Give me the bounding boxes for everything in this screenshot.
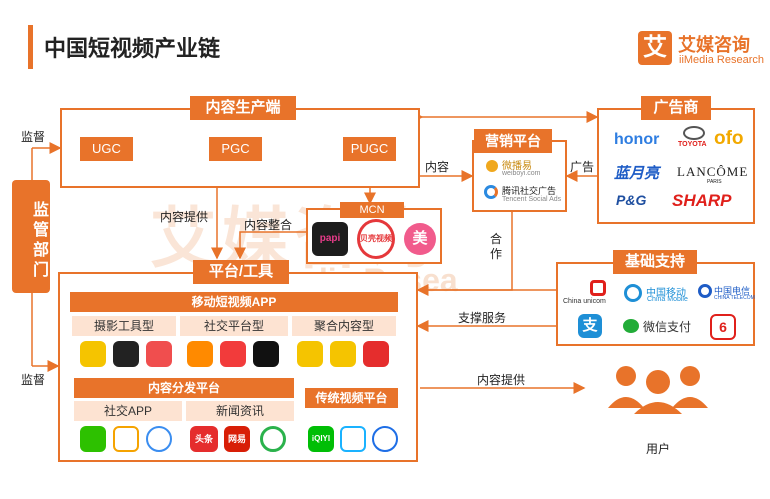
- users-icon: [608, 366, 708, 414]
- title-accent-bar: [28, 25, 33, 69]
- wechat-pay-name: 微信支付: [643, 320, 692, 334]
- weiboyi-logo-icon: [486, 160, 498, 172]
- china-telecom-logo-icon: [698, 284, 712, 298]
- edge-label-cooperation: 合作: [490, 232, 503, 261]
- vue-camera-app-icon: [146, 341, 172, 367]
- tencent-ads-logo-icon: [484, 185, 498, 199]
- tencent-video-app-icon: [340, 426, 366, 452]
- brand-logo-icon: 艾: [638, 31, 672, 65]
- china-mobile-logo-icon: [624, 284, 642, 302]
- traditional-section-title: 传统视频平台: [305, 388, 398, 408]
- weiboyi-name: 微播易: [502, 161, 532, 172]
- wechat-app-icon: [80, 426, 106, 452]
- edge-label-content: 内容: [425, 160, 450, 174]
- edge-label-content-integration: 内容整合: [244, 218, 293, 232]
- advertisers-panel: [597, 108, 755, 224]
- category-social-app: 社交APP: [74, 401, 182, 421]
- edge-label-content-supply-users: 内容提供: [477, 373, 526, 387]
- unionpay-logo-icon: 6: [710, 314, 736, 340]
- pear-video-app-icon: [330, 341, 356, 367]
- tencent-news-app-icon: [260, 426, 286, 452]
- tencent-ads-en: Tencent Social Ads: [502, 196, 562, 203]
- infrastructure-title: 基础支持: [613, 250, 697, 274]
- app-section-title: 移动短视频APP: [70, 292, 398, 312]
- brand-name-en: iiMedia Research: [679, 54, 764, 66]
- advertisers-title: 广告商: [641, 96, 711, 120]
- brand-lancome: LANCÔME: [677, 164, 749, 179]
- china-telecom-name: 中国电信: [714, 286, 751, 296]
- qq-app-icon: [146, 426, 172, 452]
- page-title: 中国短视频产业链: [44, 36, 221, 61]
- haokan-app-icon: [297, 341, 323, 367]
- brand-pg: P&G: [616, 192, 647, 208]
- meipai-logo-icon: 美: [404, 223, 436, 255]
- edge-label-ads: 广告: [570, 160, 595, 174]
- edge-label-supervise-bottom: 监督: [21, 373, 46, 387]
- content-production-title: 内容生产端: [190, 96, 296, 120]
- brand-bluemoon: 蓝月亮: [614, 165, 660, 182]
- tencent-ads-name: 腾讯社交广告: [502, 186, 557, 196]
- edge-content-integration: [234, 231, 306, 260]
- category-social-platform: 社交平台型: [180, 316, 288, 336]
- weishi-app-icon: [220, 341, 246, 367]
- wechat-pay-logo-icon: [623, 319, 639, 333]
- platform-title: 平台/工具: [193, 260, 289, 284]
- brand-ofo: ofo: [714, 128, 744, 149]
- category-news: 新闻资讯: [186, 401, 294, 421]
- brand-toyota: TOYOTA: [678, 141, 707, 148]
- beike-video-logo-icon: 贝壳视频: [357, 219, 395, 259]
- node-pugc: PUGC: [343, 137, 396, 161]
- weiboyi-domain: weiboyi.com: [502, 170, 541, 177]
- category-aggregation: 聚合内容型: [292, 316, 396, 336]
- brand-name-cn: 艾媒咨询: [678, 35, 750, 55]
- distribution-section-title: 内容分发平台: [74, 378, 294, 398]
- youku-app-icon: [372, 426, 398, 452]
- edge-label-support-service: 支撑服务: [458, 311, 507, 325]
- video-editor-app-icon: [113, 341, 139, 367]
- china-telecom-sub: CHINA TELECOM: [714, 295, 755, 301]
- edge-label-supervise-top: 监督: [21, 130, 46, 144]
- china-mobile-sub: China Mobile: [647, 296, 688, 303]
- weibo-app-icon: [113, 426, 139, 452]
- toyota-logo-icon: [683, 126, 705, 140]
- category-photo-tool: 摄影工具型: [72, 316, 176, 336]
- china-unicom-sub: China unicom: [563, 298, 606, 305]
- regulation-block: 监管部门: [12, 180, 50, 293]
- monkey-camera-app-icon: [80, 341, 106, 367]
- brand-lancome-paris: PARIS: [707, 179, 722, 185]
- toutiao-app-icon: 头条: [190, 426, 218, 452]
- china-mobile-name: 中国移动: [646, 288, 686, 299]
- brand-honor: honor: [614, 131, 660, 148]
- edge-label-content-supply: 内容提供: [160, 210, 209, 224]
- users-label: 用户: [646, 442, 671, 456]
- iqiyi-app-icon: iQIYI: [308, 426, 334, 452]
- node-ugc: UGC: [80, 137, 133, 161]
- node-pgc: PGC: [209, 137, 262, 161]
- douyin-app-icon: [253, 341, 279, 367]
- brand-sharp: SHARP: [672, 191, 732, 210]
- xigua-app-icon: [363, 341, 389, 367]
- kuaishou-app-icon: [187, 341, 213, 367]
- china-unicom-logo-icon: [590, 280, 606, 296]
- netease-app-icon: 网易: [224, 426, 250, 452]
- alipay-logo-icon: 支: [578, 314, 602, 338]
- mcn-title: MCN: [340, 202, 404, 218]
- papi-logo-icon: papi: [312, 222, 348, 256]
- marketing-title: 营销平台: [474, 129, 552, 153]
